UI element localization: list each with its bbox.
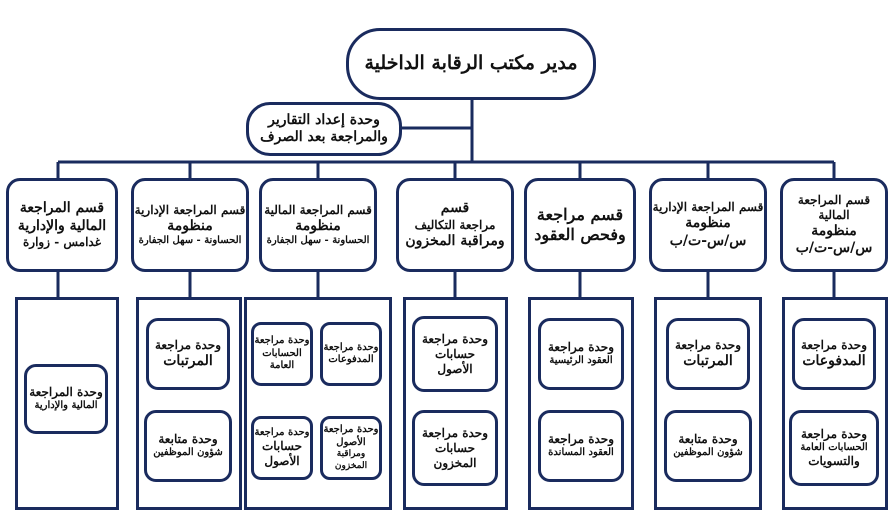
unit-node: وحدة متابعة شؤون الموظفين xyxy=(144,410,232,482)
unit-line1: وحدة مراجعة xyxy=(254,426,310,438)
unit-line1: وحدة مراجعة xyxy=(801,337,867,352)
department-node: قسم المراجعة الإدارية منظومة س/س-ت/ب xyxy=(649,178,767,272)
unit-line1: وحدة مراجعة xyxy=(323,424,379,436)
department-line2: منظومة xyxy=(811,222,857,239)
unit-node: وحدة مراجعة المرتبات xyxy=(146,318,230,390)
unit-node: وحدة مراجعة الحسابات العامة xyxy=(251,322,313,386)
director-node: مدير مكتب الرقابة الداخلية xyxy=(346,28,596,100)
department-node: قسم المراجعة المالية والإدارية غدامس - ز… xyxy=(6,178,118,272)
unit-node: وحدة مراجعة حسابات الأصول xyxy=(251,416,313,480)
unit-line1: وحدة متابعة xyxy=(158,432,218,447)
department-line1: قسم المراجعة الإدارية xyxy=(652,200,764,214)
department-line1: قسم xyxy=(440,200,470,216)
unit-line3: العامة xyxy=(269,360,295,372)
unit-line1: وحدة مراجعة xyxy=(155,337,221,352)
unit-line1: وحدة مراجعة xyxy=(548,340,614,355)
department-line3: س/س-ت/ب xyxy=(795,240,873,256)
unit-line2: المرتبات xyxy=(683,352,733,369)
department-line1: قسم المراجعة xyxy=(19,200,105,216)
unit-line1: وحدة مراجعة xyxy=(422,425,488,440)
unit-node: وحدة مراجعة الحسابات العامة والتسويات xyxy=(789,410,879,486)
unit-line2: المرتبات xyxy=(163,352,213,369)
reports-unit-line1: وحدة إعداد التقارير xyxy=(268,111,380,128)
unit-line2: المدفوعات xyxy=(328,354,374,365)
reports-unit-line2: والمراجعة بعد الصرف xyxy=(260,129,388,145)
unit-line3: ومراقبة المخزون xyxy=(334,449,368,471)
unit-node: وحدة مراجعة المرتبات xyxy=(666,318,750,390)
unit-line2: الحسابات xyxy=(262,347,302,359)
department-line1: قسم المراجعة الإدارية xyxy=(134,202,246,217)
unit-line3: المخزون xyxy=(433,455,477,470)
unit-line1: وحدة مراجعة xyxy=(548,432,614,447)
unit-line2: المالية والإدارية xyxy=(34,400,98,412)
unit-node: وحدة مراجعة حسابات الأصول xyxy=(412,316,498,392)
department-line2: منظومة xyxy=(295,217,341,234)
unit-line2: شؤون الموظفين xyxy=(673,447,743,459)
department-node: قسم المراجعة المالية منظومة الحساونة - س… xyxy=(259,178,377,272)
unit-node: وحدة مراجعة المدفوعات xyxy=(792,318,876,390)
department-line3: س/س-ت/ب xyxy=(669,232,747,249)
department-line2: مراجعة التكاليف xyxy=(414,217,496,232)
unit-line1: وحدة مراجعة xyxy=(675,337,741,352)
unit-line2: حسابات xyxy=(261,439,303,454)
reports-unit-node: وحدة إعداد التقارير والمراجعة بعد الصرف xyxy=(246,102,402,156)
unit-line3: الأصول xyxy=(437,361,473,376)
department-node: قسم مراجعة وفحص العقود xyxy=(524,178,636,272)
department-line1: قسم مراجعة xyxy=(536,205,624,224)
unit-line3: الأصول xyxy=(264,454,300,469)
department-node: قسم المراجعة المالية منظومة س/س-ت/ب xyxy=(780,178,888,272)
department-line3: غدامس - زوارة xyxy=(23,235,101,249)
unit-line1: وحدة المراجعة xyxy=(29,385,103,400)
unit-line2: حسابات xyxy=(434,440,476,455)
department-line2: منظومة xyxy=(685,215,731,231)
unit-line2: العقود الرئيسية xyxy=(549,355,613,367)
unit-line2: الأصول xyxy=(336,436,366,448)
unit-line1: وحدة مراجعة xyxy=(254,335,310,347)
unit-node: وحدة مراجعة الأصول ومراقبة المخزون xyxy=(320,416,382,480)
unit-line2: حسابات xyxy=(434,346,476,361)
unit-line2: العقود المساندة xyxy=(548,447,614,459)
department-line2: المالية والإدارية xyxy=(17,217,107,234)
department-line1: قسم المراجعة المالية xyxy=(797,192,871,222)
unit-node: وحدة مراجعة العقود المساندة xyxy=(538,410,624,482)
department-line3: الحساونة - سهل الجفارة xyxy=(138,235,242,246)
unit-node: وحدة مراجعة المدفوعات xyxy=(320,322,382,386)
unit-node: وحدة مراجعة العقود الرئيسية xyxy=(538,318,624,390)
unit-line3: والتسويات xyxy=(808,454,860,469)
department-line2: وفحص العقود xyxy=(534,225,626,244)
unit-line1: وحدة متابعة xyxy=(678,432,738,447)
unit-line2: الحسابات العامة xyxy=(800,441,868,453)
unit-line2: المدفوعات xyxy=(802,352,866,369)
unit-node: وحدة مراجعة حسابات المخزون xyxy=(412,410,498,486)
department-line1: قسم المراجعة المالية xyxy=(264,202,372,217)
unit-line2: شؤون الموظفين xyxy=(153,447,223,459)
director-title: مدير مكتب الرقابة الداخلية xyxy=(364,52,578,75)
unit-line1: وحدة مراجعة xyxy=(801,426,867,441)
unit-node: وحدة المراجعة المالية والإدارية xyxy=(24,364,108,434)
department-line3: ومراقبة المخزون xyxy=(405,232,505,249)
department-node: قسم مراجعة التكاليف ومراقبة المخزون xyxy=(396,178,514,272)
department-line2: منظومة xyxy=(167,217,213,234)
unit-line1: وحدة مراجعة xyxy=(422,331,488,346)
unit-line1: وحدة مراجعة xyxy=(323,341,379,353)
department-line3: الحساونة - سهل الجفارة xyxy=(266,235,370,246)
unit-node: وحدة متابعة شؤون الموظفين xyxy=(664,410,752,482)
department-node: قسم المراجعة الإدارية منظومة الحساونة - … xyxy=(131,178,249,272)
